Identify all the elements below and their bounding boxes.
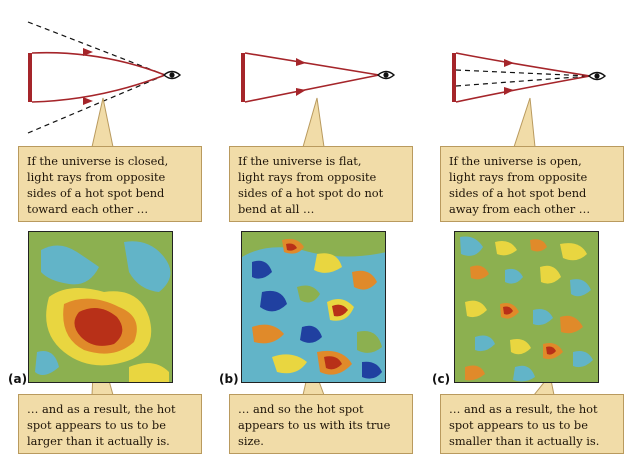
caption-bottom-open: … and as a result, the hot spot appears … [440,394,624,454]
arrow-icon [83,48,93,56]
cmb-map-open [454,231,599,383]
panel-label-flat: (b) [219,372,239,386]
ray-diagram-open [452,52,607,103]
ray-diagram-flat [241,52,396,103]
cmb-map-closed [28,231,173,383]
eye-icon [587,71,607,81]
panel-open: If the universe is open, light rays from… [422,0,633,470]
light-ray-bottom [31,74,166,103]
caption-bottom-flat: … and so the hot spot appears to us with… [229,394,413,454]
hot-spot-bar [241,53,245,102]
hot-spot-bar [452,53,456,102]
arrow-icon [296,58,306,66]
panel-label-closed: (a) [8,372,28,386]
cmb-map-flat [241,231,386,383]
panel-closed: If the universe is closed, light rays fr… [0,0,211,470]
apparent-ray-bottom [455,75,591,87]
panel-label-open: (c) [432,372,451,386]
apparent-ray-top [455,69,591,77]
light-ray-top [244,52,380,76]
caption-top-open: If the universe is open, light rays from… [440,146,624,222]
light-ray-bottom [244,74,380,103]
arrow-icon [504,87,514,95]
light-ray-top [31,51,166,76]
arrow-icon [83,97,93,105]
ray-diagram-closed [27,21,182,134]
light-ray-bottom [455,75,591,103]
apparent-ray-top [27,21,166,76]
apparent-ray-bottom [27,74,166,134]
caption-top-closed: If the universe is closed, light rays fr… [18,146,202,222]
caption-bottom-closed: … and as a result, the hot spot appears … [18,394,202,454]
arrow-icon [504,59,514,67]
hot-spot-bar [28,53,32,102]
arrow-icon [296,88,306,96]
caption-top-flat: If the universe is flat, light rays from… [229,146,413,222]
eye-icon [162,70,182,80]
panel-flat: If the universe is flat, light rays from… [211,0,422,470]
eye-icon [376,70,396,80]
